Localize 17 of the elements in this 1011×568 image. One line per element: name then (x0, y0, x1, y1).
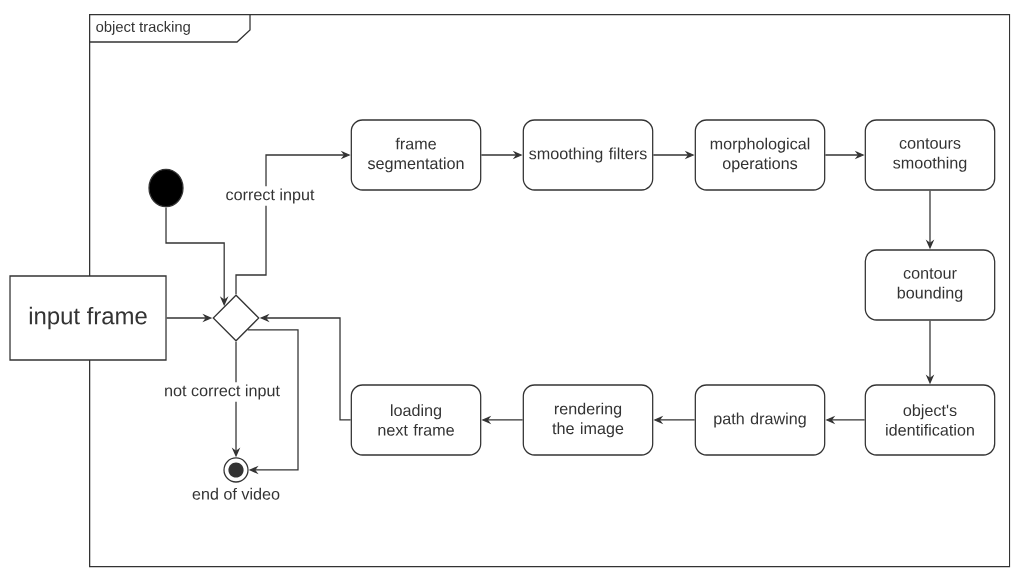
decision-diamond (212, 294, 260, 342)
input-box: input frame (9, 275, 167, 361)
end-node (223, 457, 249, 483)
edge-label: not correct input (161, 382, 283, 402)
action-box: frame segmentation (350, 119, 482, 191)
action-box: smoothing filters (522, 119, 654, 191)
action-box: path drawing (694, 384, 826, 456)
action-box: rendering the image (522, 384, 654, 456)
edge-label: correct input (223, 186, 317, 206)
action-box: morphological operations (694, 119, 826, 191)
start-node (148, 168, 184, 208)
action-box: contour bounding (864, 249, 996, 321)
action-box: object's identification (864, 384, 996, 456)
arrow (247, 329, 299, 475)
action-box: contours smoothing (864, 119, 996, 191)
node-caption: end of video (192, 487, 280, 500)
action-box: loading next frame (350, 384, 482, 456)
